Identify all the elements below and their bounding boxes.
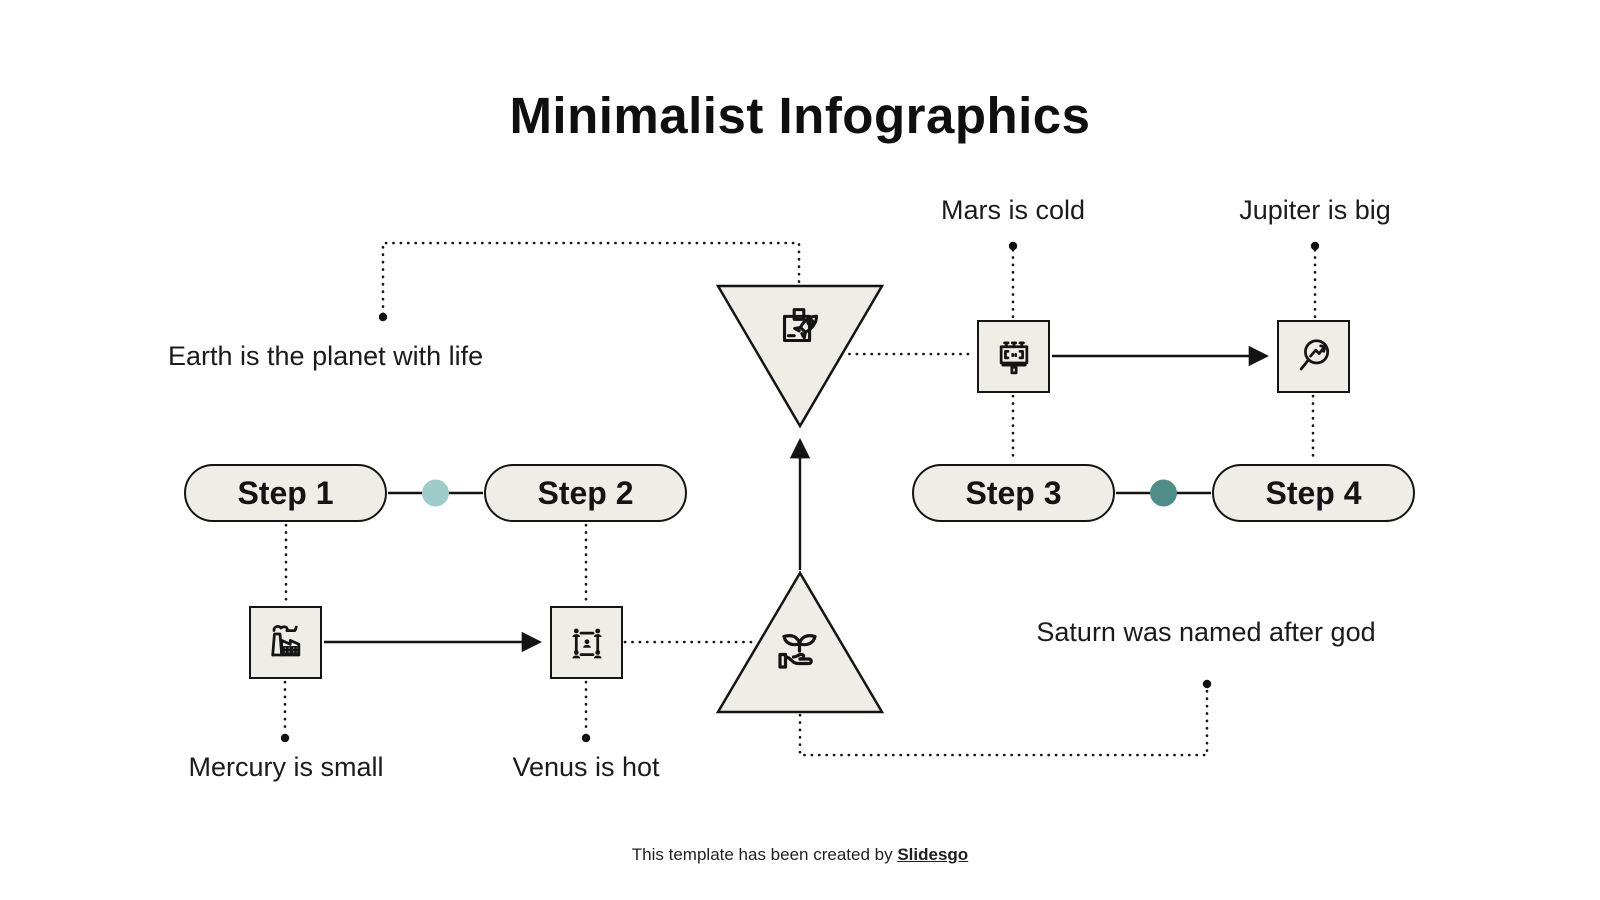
step3-step4-link-dot	[1150, 479, 1177, 507]
step-1-label: Step 1	[237, 474, 334, 511]
mercury-endpoint-dot	[280, 733, 290, 743]
slide-title: Minimalist Infographics	[509, 87, 1091, 144]
mercury-note: Mercury is small	[188, 752, 384, 782]
jupiter-note: Jupiter is big	[1239, 195, 1391, 225]
team-box	[550, 606, 623, 679]
step-4-pill: Step 4	[1212, 464, 1415, 522]
step-2-pill: Step 2	[484, 464, 687, 522]
billboard-box	[977, 320, 1050, 393]
jupiter-endpoint-dot	[1310, 241, 1320, 251]
footer-credit-text: This template has been created by	[631, 845, 893, 864]
step1-step2-link-dot	[422, 479, 449, 507]
sprout-hand-icon	[771, 621, 827, 677]
billboard-icon	[999, 340, 1028, 374]
magnifier-chart-icon	[1299, 338, 1329, 370]
factory-icon	[270, 624, 300, 656]
step-3-label: Step 3	[965, 474, 1062, 511]
step-4-label: Step 4	[1265, 474, 1362, 511]
magnifier-box	[1277, 320, 1350, 393]
saturn-note: Saturn was named after god	[1036, 617, 1376, 647]
step-1-pill: Step 1	[184, 464, 387, 522]
earth-note: Earth is the planet with life	[168, 341, 484, 371]
footer-credit: This template has been created by Slides…	[0, 845, 1600, 865]
mars-endpoint-dot	[1008, 241, 1018, 251]
venus-note: Venus is hot	[512, 752, 660, 782]
mars-note: Mars is cold	[940, 195, 1086, 225]
factory-box	[249, 606, 322, 679]
step-2-label: Step 2	[537, 474, 634, 511]
team-network-icon	[571, 628, 602, 658]
package-rocket-icon	[772, 300, 826, 354]
triangle-down-shape	[715, 284, 885, 429]
step-3-pill: Step 3	[912, 464, 1115, 522]
saturn-connector-line	[798, 686, 1209, 757]
venus-endpoint-dot	[581, 733, 591, 743]
slidesgo-link[interactable]: Slidesgo	[897, 845, 969, 864]
earth-endpoint-dot	[378, 312, 388, 322]
saturn-endpoint-dot	[1202, 679, 1212, 689]
